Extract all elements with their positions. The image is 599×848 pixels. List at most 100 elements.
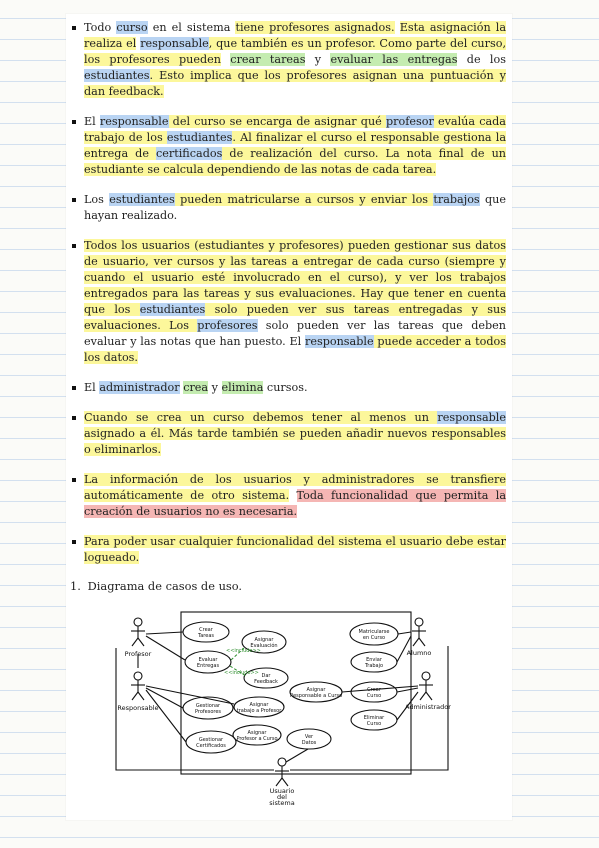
list-item: La información de los usuarios y adminis… xyxy=(72,472,506,520)
document-page: Todo curso en el sistema tiene profesore… xyxy=(66,14,512,820)
use-case-dar-feedback xyxy=(243,667,289,689)
actor-label-administrador: Administrador xyxy=(405,703,451,711)
highlighted-text: tiene profesores asignados. xyxy=(235,21,395,34)
highlighted-text: crear tareas xyxy=(230,53,306,66)
requirements-list: Todo curso en el sistema tiene profesore… xyxy=(66,20,512,566)
use-case-asignar-trabajos xyxy=(233,696,285,718)
text-segment: de los xyxy=(457,53,506,66)
list-item: Todos los usuarios (estudiantes y profes… xyxy=(72,238,506,366)
case-label: Asignar xyxy=(307,687,327,693)
case-label: Datos xyxy=(302,740,317,746)
highlighted-text: administrador xyxy=(99,381,180,394)
highlighted-text: trabajos xyxy=(433,193,480,206)
highlighted-text: certificados xyxy=(156,147,223,160)
case-label: Entregas xyxy=(197,663,220,669)
actor-label-usuario-2: del xyxy=(277,793,287,801)
case-label: Curso xyxy=(367,693,381,699)
highlighted-text: pueden xyxy=(178,53,221,66)
case-label: Asignar xyxy=(250,702,270,708)
list-item: Para poder usar cualquier funcionalidad … xyxy=(72,534,506,566)
highlighted-text: responsable xyxy=(304,335,374,348)
text-segment: en el sistema xyxy=(147,21,236,34)
highlighted-text: estudiantes xyxy=(84,69,150,82)
highlighted-text: Para poder usar cualquier funcionalidad … xyxy=(84,535,506,564)
actor-usuario-figure xyxy=(275,757,289,787)
actor-label-usuario-3: sistema xyxy=(269,799,294,807)
case-label: Trabajo xyxy=(364,663,383,669)
text-segment: Todo xyxy=(84,21,117,34)
highlighted-text: asignado a él. Más tarde también se pued… xyxy=(84,427,506,456)
list-item: Todo curso en el sistema tiene profesore… xyxy=(72,20,507,100)
include-label-2: <<include>> xyxy=(224,670,259,676)
case-label: Feedback xyxy=(254,679,278,685)
case-label: Gestionar xyxy=(196,703,221,709)
actor-profesor-figure xyxy=(131,617,145,647)
actor-label-profesor: Profesor xyxy=(125,650,152,658)
text-segment: El xyxy=(84,381,100,394)
case-label: Eliminar xyxy=(364,715,385,721)
highlighted-text: responsable xyxy=(437,411,506,424)
use-case-diagram-svg: <<include>> <<include>> Profesor Respons… xyxy=(115,611,451,807)
highlighted-text: estudiantes xyxy=(166,131,233,144)
actor-label-alumno: Alumno xyxy=(407,649,432,657)
highlighted-text: estudiantes xyxy=(139,303,206,316)
section-heading: 1. Diagrama de casos de uso. xyxy=(66,578,512,594)
highlighted-text: crea xyxy=(183,381,209,394)
list-item: Cuando se crea un curso debemos tener al… xyxy=(72,410,506,458)
include-label-1: <<include>> xyxy=(226,648,261,654)
section-title: Diagrama de casos de uso. xyxy=(87,579,243,593)
text-segment xyxy=(221,53,230,66)
highlighted-text: (estudiantes y profesores) xyxy=(189,239,348,252)
highlighted-text: . xyxy=(232,131,236,144)
highlighted-text: profesores xyxy=(197,319,258,332)
text-segment: y xyxy=(305,53,331,66)
highlighted-text: pueden matricularse a cursos y enviar lo… xyxy=(174,193,434,206)
case-label: Tareas xyxy=(197,633,214,639)
case-label: Matricularse xyxy=(359,629,390,635)
text-segment: Los xyxy=(84,193,110,206)
text-segment: cursos. xyxy=(263,381,308,394)
case-label: Crear xyxy=(367,687,382,693)
list-item: El responsable del curso se encarga de a… xyxy=(72,114,506,178)
case-label: trabajo a Profesor xyxy=(237,708,282,714)
case-label: Crear xyxy=(199,627,214,633)
highlighted-text: profesor xyxy=(385,115,434,128)
actor-administrador-figure xyxy=(419,671,433,701)
highlighted-text: evaluar las entregas xyxy=(330,53,458,66)
text-segment: solo pueden ver las tareas que deben eva… xyxy=(84,319,506,348)
case-label: Profesor a Curso xyxy=(236,736,277,742)
case-label: Profesores xyxy=(195,709,221,715)
use-case-asignar-evaluacion xyxy=(241,630,287,654)
highlighted-text: responsable xyxy=(99,115,169,128)
case-label: Evaluación xyxy=(250,642,277,649)
highlighted-text: Todos los usuarios xyxy=(84,239,190,252)
case-label: Gestionar xyxy=(199,737,224,743)
case-label: Curso xyxy=(367,721,381,727)
text-segment: y xyxy=(208,381,222,394)
list-item: Los estudiantes pueden matricularse a cu… xyxy=(72,192,506,224)
section-number: 1. xyxy=(70,579,81,593)
case-label: Asignar xyxy=(248,730,268,736)
case-label: en Curso xyxy=(363,635,385,641)
highlighted-text: curso xyxy=(116,21,148,34)
text-segment xyxy=(395,21,400,34)
list-item: El administrador crea y elimina cursos. xyxy=(72,380,506,396)
text-segment: El xyxy=(84,115,100,128)
highlighted-text: del curso se encarga de asignar qué xyxy=(168,115,386,128)
use-case-asignar-profesor xyxy=(232,724,282,746)
use-case-diagram: <<include>> <<include>> Profesor Respons… xyxy=(76,604,496,810)
case-label: Enviar xyxy=(366,657,383,663)
highlighted-text: estudiantes xyxy=(109,193,175,206)
actor-alumno-figure xyxy=(412,617,426,647)
case-label: Responsable a Curso xyxy=(290,693,342,699)
highlighted-text: responsable xyxy=(140,37,209,50)
text-segment: que hayan realizado. xyxy=(84,193,506,222)
actor-responsable-figure xyxy=(131,671,145,701)
case-label: Ver xyxy=(305,734,314,740)
actor-label-usuario-1: Usuario xyxy=(270,787,295,795)
highlighted-text: elimina xyxy=(221,381,264,394)
use-case-evaluar-entregas xyxy=(184,650,232,674)
case-label: Evaluar xyxy=(199,657,219,663)
use-case-ver-datos xyxy=(286,728,332,750)
case-label: Certificados xyxy=(196,743,226,749)
